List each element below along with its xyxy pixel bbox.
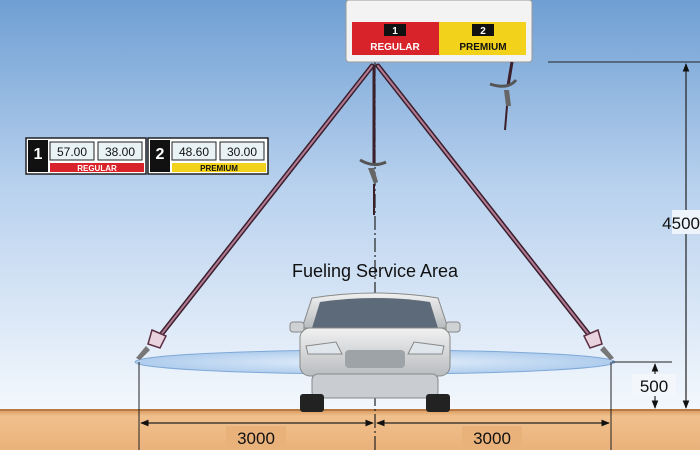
dimension-height-low-label: 500 [640,377,668,396]
display-1-volume: 57.00 [57,145,87,159]
display-1-amount: 38.00 [105,145,135,159]
dimension-width-right-label: 3000 [473,429,511,448]
car-icon [289,292,461,412]
overhead-grade-sign: 1 2 REGULAR PREMIUM [345,0,533,63]
hose-left [136,63,375,360]
display-2-volume: 48.60 [179,145,209,159]
display-2-label: PREMIUM [200,164,238,173]
dimension-width: 3000 3000 [138,362,612,450]
sign-grade-1-number: 1 [392,26,398,37]
ground [0,410,700,450]
dimension-height-total: 4500 [548,61,700,409]
display-2-amount: 30.00 [227,145,257,159]
hose-right [375,63,614,360]
dimension-height-total-label: 4500 [662,214,700,233]
price-display-1: 1 57.00 38.00 REGULAR [25,137,147,175]
dimension-width-left-label: 3000 [237,429,275,448]
display-1-number: 1 [34,146,43,163]
sign-grade-2-number: 2 [480,26,486,37]
display-1-label: REGULAR [77,164,117,173]
hose-reel-nozzle-icon [359,66,387,215]
diagram-title: Fueling Service Area [292,261,459,281]
hose-reel-nozzle-icon [489,61,518,131]
sign-grade-1-label: REGULAR [370,42,420,53]
dimension-height-low: 500 [612,361,676,409]
sign-grade-2-label: PREMIUM [459,42,506,53]
price-display-2: 2 48.60 30.00 PREMIUM [147,137,269,175]
display-2-number: 2 [156,146,165,163]
